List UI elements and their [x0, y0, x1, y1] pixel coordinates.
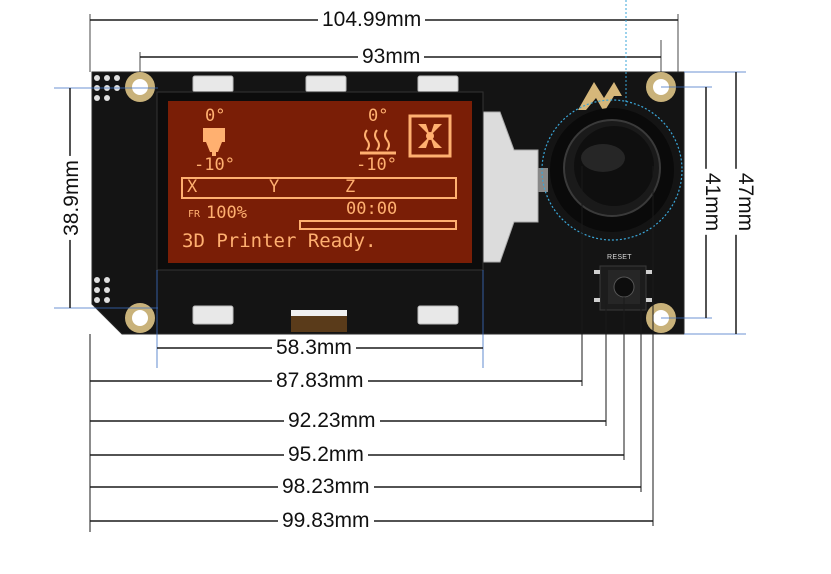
overall-width-label: 104.99mm [318, 8, 426, 32]
feedrate-label: FR [188, 209, 201, 220]
reset-button [594, 265, 652, 311]
hotend-current-temp: -10° [194, 155, 235, 175]
hole-spacing-height-label: 41mm [700, 168, 725, 236]
status-message: 3D Printer Ready. [182, 230, 377, 252]
mounting-hole-top-left [125, 72, 155, 102]
print-time: 00:00 [346, 199, 398, 219]
heated-bed-icon [360, 129, 396, 155]
axis-z-label: Z [345, 177, 356, 197]
encoder-center-distance-label: 87.83mm [272, 369, 368, 393]
rotary-encoder [541, 99, 683, 241]
hotend-target-temp: 0° [205, 106, 226, 126]
reset-right-distance-label: 98.23mm [278, 475, 374, 499]
ribbon-cable [291, 310, 347, 332]
hole-spacing-width-label: 93mm [358, 45, 425, 69]
screen-width-label: 58.3mm [272, 336, 356, 360]
reset-center-distance-label: 95.2mm [284, 443, 368, 467]
feedrate-value: 100% [206, 203, 247, 223]
overall-height-label: 47mm [733, 168, 758, 236]
fan-icon [408, 114, 452, 158]
encoder-right-distance-label: 99.83mm [278, 509, 374, 533]
axis-position-box [181, 177, 457, 199]
mounting-tab-top [192, 75, 459, 93]
reset-left-distance-label: 92.23mm [284, 409, 380, 433]
lcd-module [156, 91, 484, 271]
progress-bar [299, 220, 457, 230]
axis-y-label: Y [269, 177, 280, 197]
bed-target-temp: 0° [368, 106, 389, 126]
reset-silkscreen-label: RESET [607, 254, 632, 261]
screen-height-label: 38.9mm [59, 156, 84, 240]
mounting-tab-bottom [192, 305, 459, 325]
axis-x-label: X [187, 177, 198, 197]
nozzle-icon [203, 128, 225, 156]
pad-group-bottom-left [94, 277, 110, 303]
mounting-hole-bottom-left [125, 303, 155, 333]
bed-current-temp: -10° [356, 155, 397, 175]
